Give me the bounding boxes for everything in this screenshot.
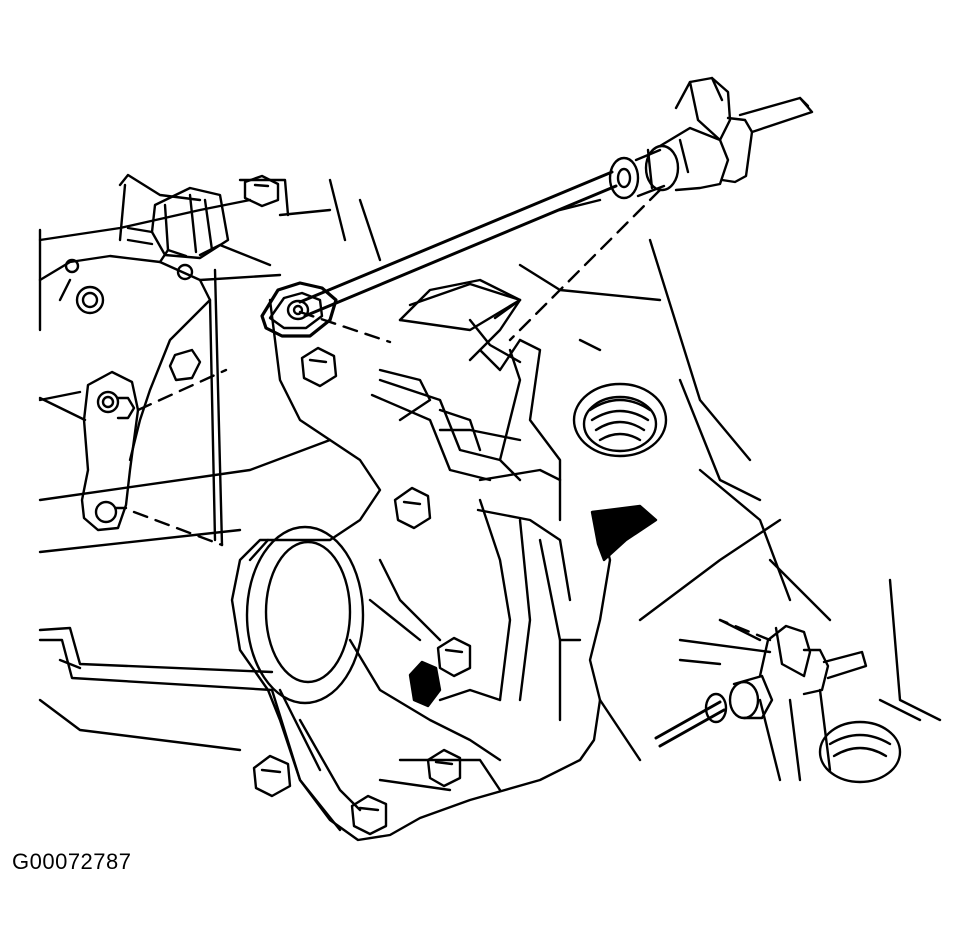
figure-id-label: G00072787: [12, 849, 132, 874]
upper-bolt: [243, 174, 280, 208]
alignment-dashes: [132, 188, 772, 642]
dipstick-tube: [38, 626, 342, 832]
mounting-arm: [378, 368, 482, 452]
cable-adjuster: [608, 76, 754, 200]
detail-inset: [654, 618, 922, 784]
case-bolts: [252, 346, 472, 836]
shift-cable: [298, 96, 814, 318]
threaded-bore: [572, 382, 668, 458]
transmission-case: [230, 278, 612, 842]
direction-arrow: [590, 504, 658, 562]
range-switch-bracket: [38, 243, 282, 547]
shift-lever: [38, 370, 140, 532]
